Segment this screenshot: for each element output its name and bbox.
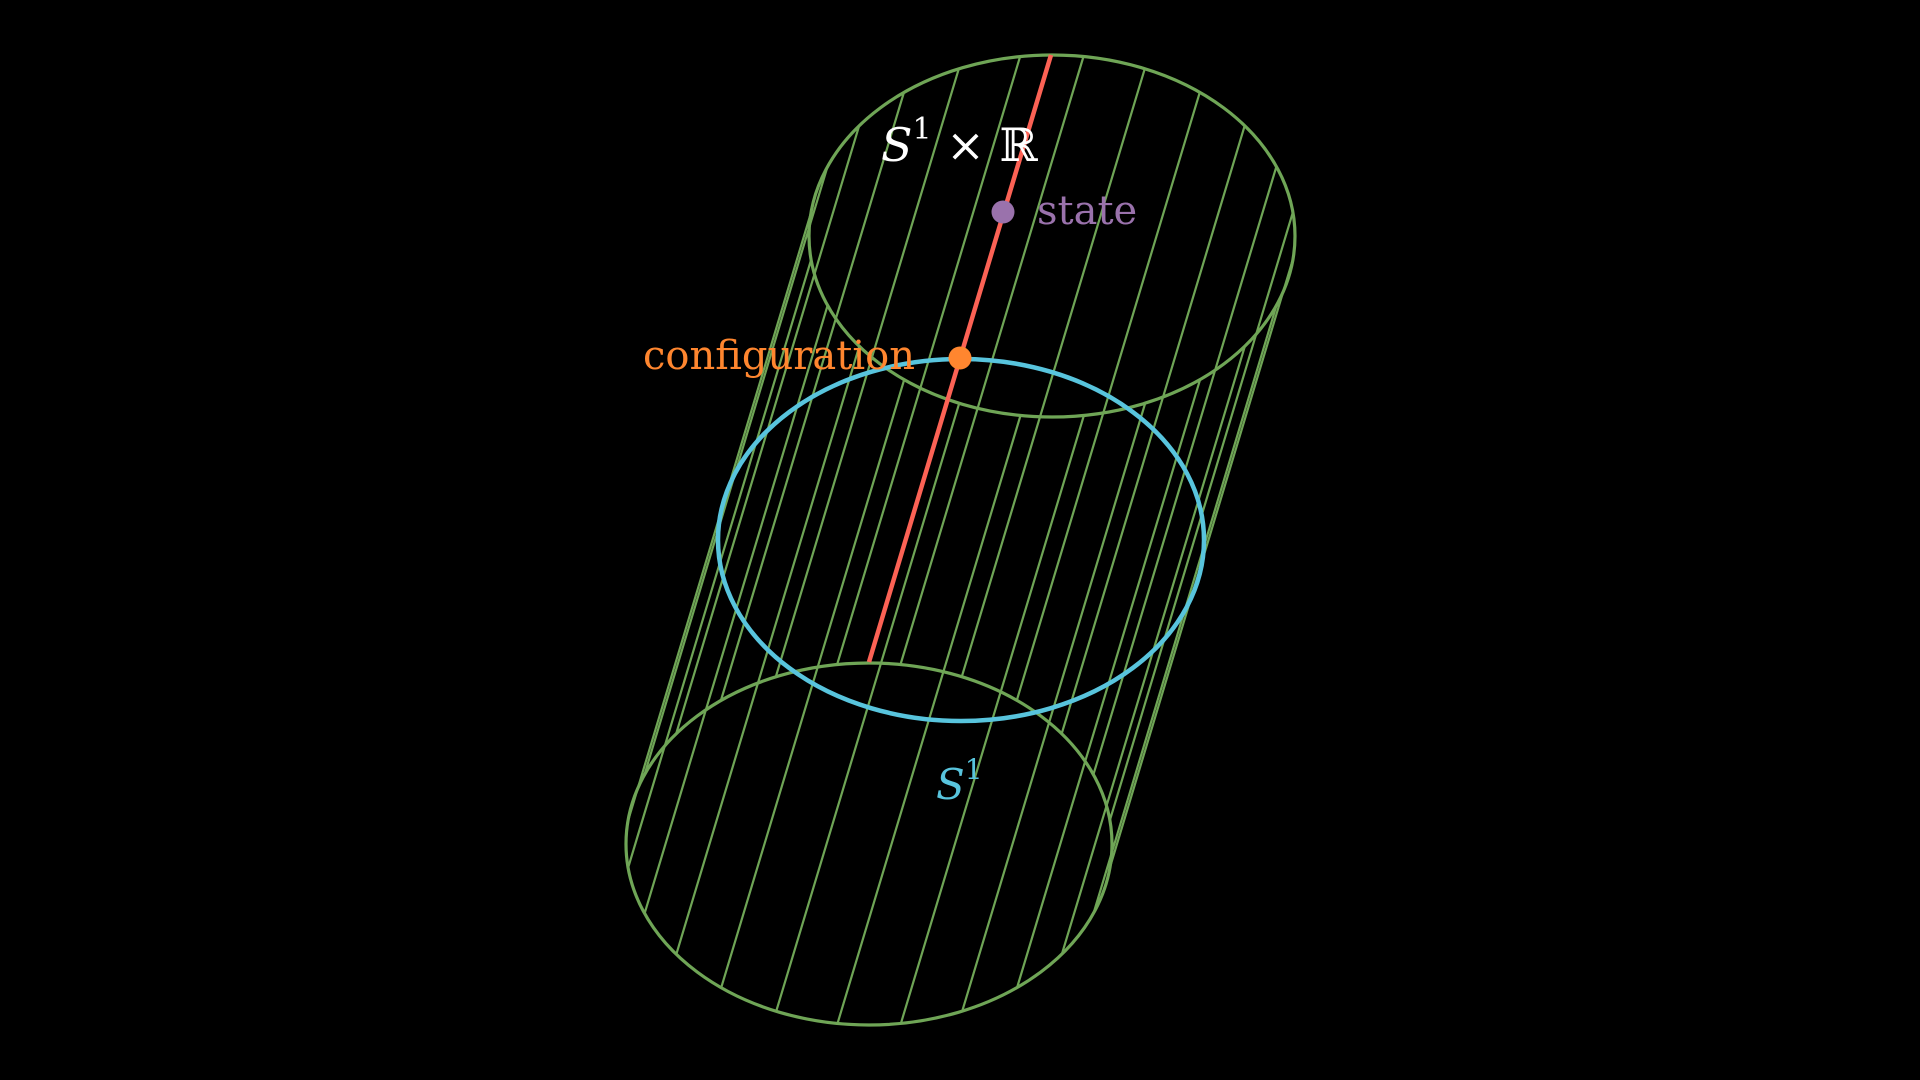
circle-label-sup: 1 <box>965 753 983 786</box>
circle-label: S1 <box>936 753 983 809</box>
product-space-label: S1 × ℝ <box>881 112 1038 172</box>
state-point <box>991 200 1015 224</box>
product-space-rest: × ℝ <box>932 118 1039 172</box>
configuration-label: configuration <box>643 333 915 379</box>
state-label: state <box>1037 188 1137 234</box>
product-space-base: S <box>881 118 913 172</box>
cylinder-top-ellipse <box>807 53 1297 419</box>
circle-label-base: S <box>936 760 965 809</box>
product-space-sup: 1 <box>913 112 932 147</box>
cylinder-bottom-ellipse <box>624 661 1114 1027</box>
configuration-point <box>948 346 972 370</box>
